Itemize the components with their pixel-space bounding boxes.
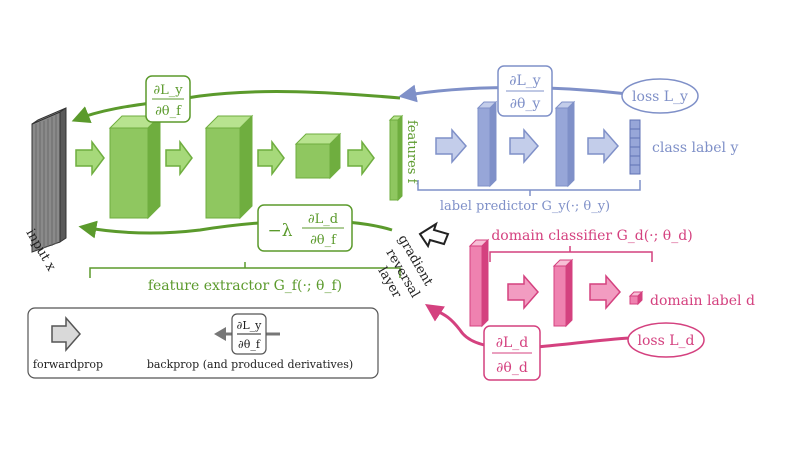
- grad-box-ly-thetay: ∂L_y ∂θ_y: [497, 65, 553, 117]
- lp-layer-1: [476, 100, 498, 188]
- features-vector: [388, 114, 404, 202]
- grl-arrow-icon: [418, 221, 450, 249]
- features-label: features f: [404, 120, 419, 185]
- loss-ld-ellipse: [627, 322, 705, 358]
- reversed-grad-den: ∂θ_f: [310, 233, 337, 248]
- grad-ly-thetaf-num: ∂L_y: [153, 83, 183, 98]
- domain-output-cube: [628, 290, 644, 306]
- class-output-vector: [629, 119, 641, 175]
- input-image-block: [31, 107, 67, 253]
- backprop-curve-label-to-features: [71, 90, 401, 124]
- dc-arrow-1: [507, 274, 539, 310]
- feature-extractor-label: feature extractor G_f(·; θ_f): [148, 278, 342, 294]
- legend-grad-den: ∂θ_f: [238, 338, 261, 351]
- reversed-grad-num: ∂L_d: [308, 212, 338, 227]
- grad-ld-thetad-den: ∂θ_d: [496, 360, 528, 376]
- loss-ly-label: loss L_y: [632, 89, 688, 105]
- grad-box-reversed: −λ ∂L_d ∂θ_f: [257, 204, 353, 252]
- grad-ly-thetaf-den: ∂θ_f: [155, 104, 182, 119]
- dc-layer-1: [468, 238, 490, 328]
- dc-arrow-2: [589, 274, 621, 310]
- fe-arrow-3: [257, 139, 285, 177]
- feature-extractor-brace: [89, 267, 401, 278]
- fe-arrow-4: [347, 139, 375, 177]
- loss-ly-ellipse: [621, 78, 699, 114]
- label-predictor-brace: [417, 180, 641, 191]
- legend-box: forwardprop ∂L_y ∂θ_f backprop (and prod…: [27, 307, 379, 379]
- legend-forward-arrow-icon: [51, 316, 81, 352]
- lp-arrow-1: [435, 128, 467, 164]
- grad-box-ly-thetaf: ∂L_y ∂θ_f: [145, 75, 191, 123]
- label-predictor-label: label predictor G_y(·; θ_y): [440, 199, 610, 214]
- lp-layer-2: [554, 100, 576, 188]
- fe-arrow-2: [165, 139, 193, 177]
- legend-backprop-label: backprop (and produced derivatives): [147, 358, 353, 371]
- domain-classifier-brace: [489, 251, 653, 262]
- fe-conv-layer-3: [294, 132, 342, 180]
- grad-box-ld-thetad: ∂L_d ∂θ_d: [483, 325, 541, 381]
- fe-conv-layer-2: [204, 114, 254, 220]
- lp-arrow-3: [587, 128, 619, 164]
- grad-ld-thetad-num: ∂L_d: [496, 335, 529, 351]
- fe-arrow-1: [75, 139, 105, 177]
- dc-layer-2: [552, 258, 574, 328]
- backprop-curve-loss-d: [425, 304, 631, 350]
- fe-conv-layer-1: [108, 114, 162, 220]
- lp-arrow-2: [509, 128, 539, 164]
- class-label-text: class label y: [652, 140, 738, 156]
- reversed-grad-prefix: −λ: [267, 221, 292, 241]
- legend-forward-label: forwardprop: [33, 358, 103, 371]
- grad-ly-thetay-den: ∂θ_y: [510, 96, 541, 112]
- domain-classifier-label: domain classifier G_d(·; θ_d): [491, 228, 692, 244]
- grad-ly-thetay-num: ∂L_y: [509, 73, 541, 89]
- loss-ld-label: loss L_d: [638, 333, 695, 349]
- domain-label-text: domain label d: [650, 293, 755, 309]
- legend-grad-num: ∂L_y: [237, 319, 262, 332]
